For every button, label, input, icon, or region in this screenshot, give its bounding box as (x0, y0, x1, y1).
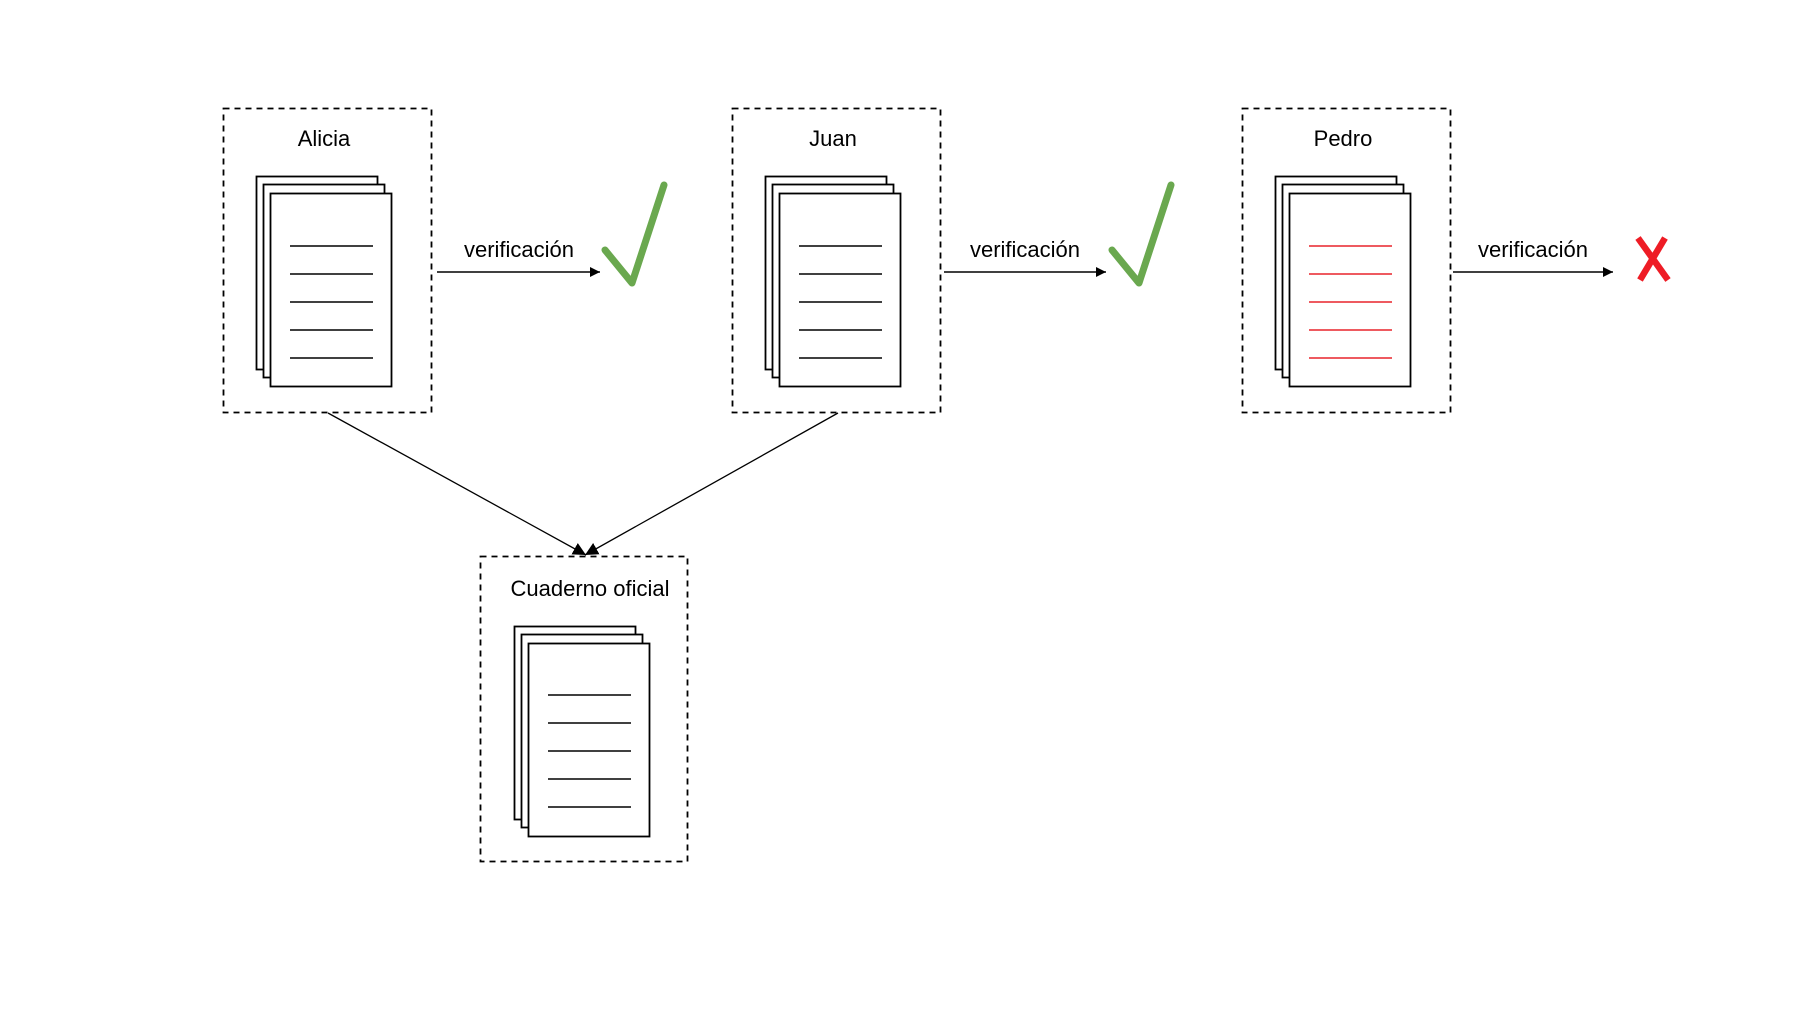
document-stack-icon (255, 175, 393, 388)
node-cuaderno-oficial: Cuaderno oficial (479, 555, 689, 863)
node-pedro: Pedro (1241, 107, 1452, 414)
verification-alicia: verificación (437, 181, 668, 287)
verification-label: verificación (1478, 237, 1588, 262)
verification-label: verificación (970, 237, 1080, 262)
node-juan: Juan (731, 107, 942, 414)
document-stack-icon (1274, 175, 1412, 388)
check-icon (601, 181, 668, 287)
check-icon (1108, 181, 1175, 287)
node-pedro-label: Pedro (1314, 126, 1373, 151)
node-alicia-label: Alicia (298, 126, 351, 151)
document-stack-icon (513, 625, 651, 838)
document-stack-icon (764, 175, 902, 388)
node-cuaderno-oficial-label: Cuaderno oficial (511, 576, 670, 601)
merge-arrow-alicia (327, 412, 587, 556)
merge-arrow-juan (584, 412, 839, 556)
verification-pedro: verificación (1453, 236, 1671, 282)
verification-label: verificación (464, 237, 574, 262)
node-alicia: Alicia (222, 107, 433, 414)
verification-juan: verificación (944, 181, 1175, 287)
node-juan-label: Juan (809, 126, 857, 151)
cross-icon (1635, 236, 1671, 282)
